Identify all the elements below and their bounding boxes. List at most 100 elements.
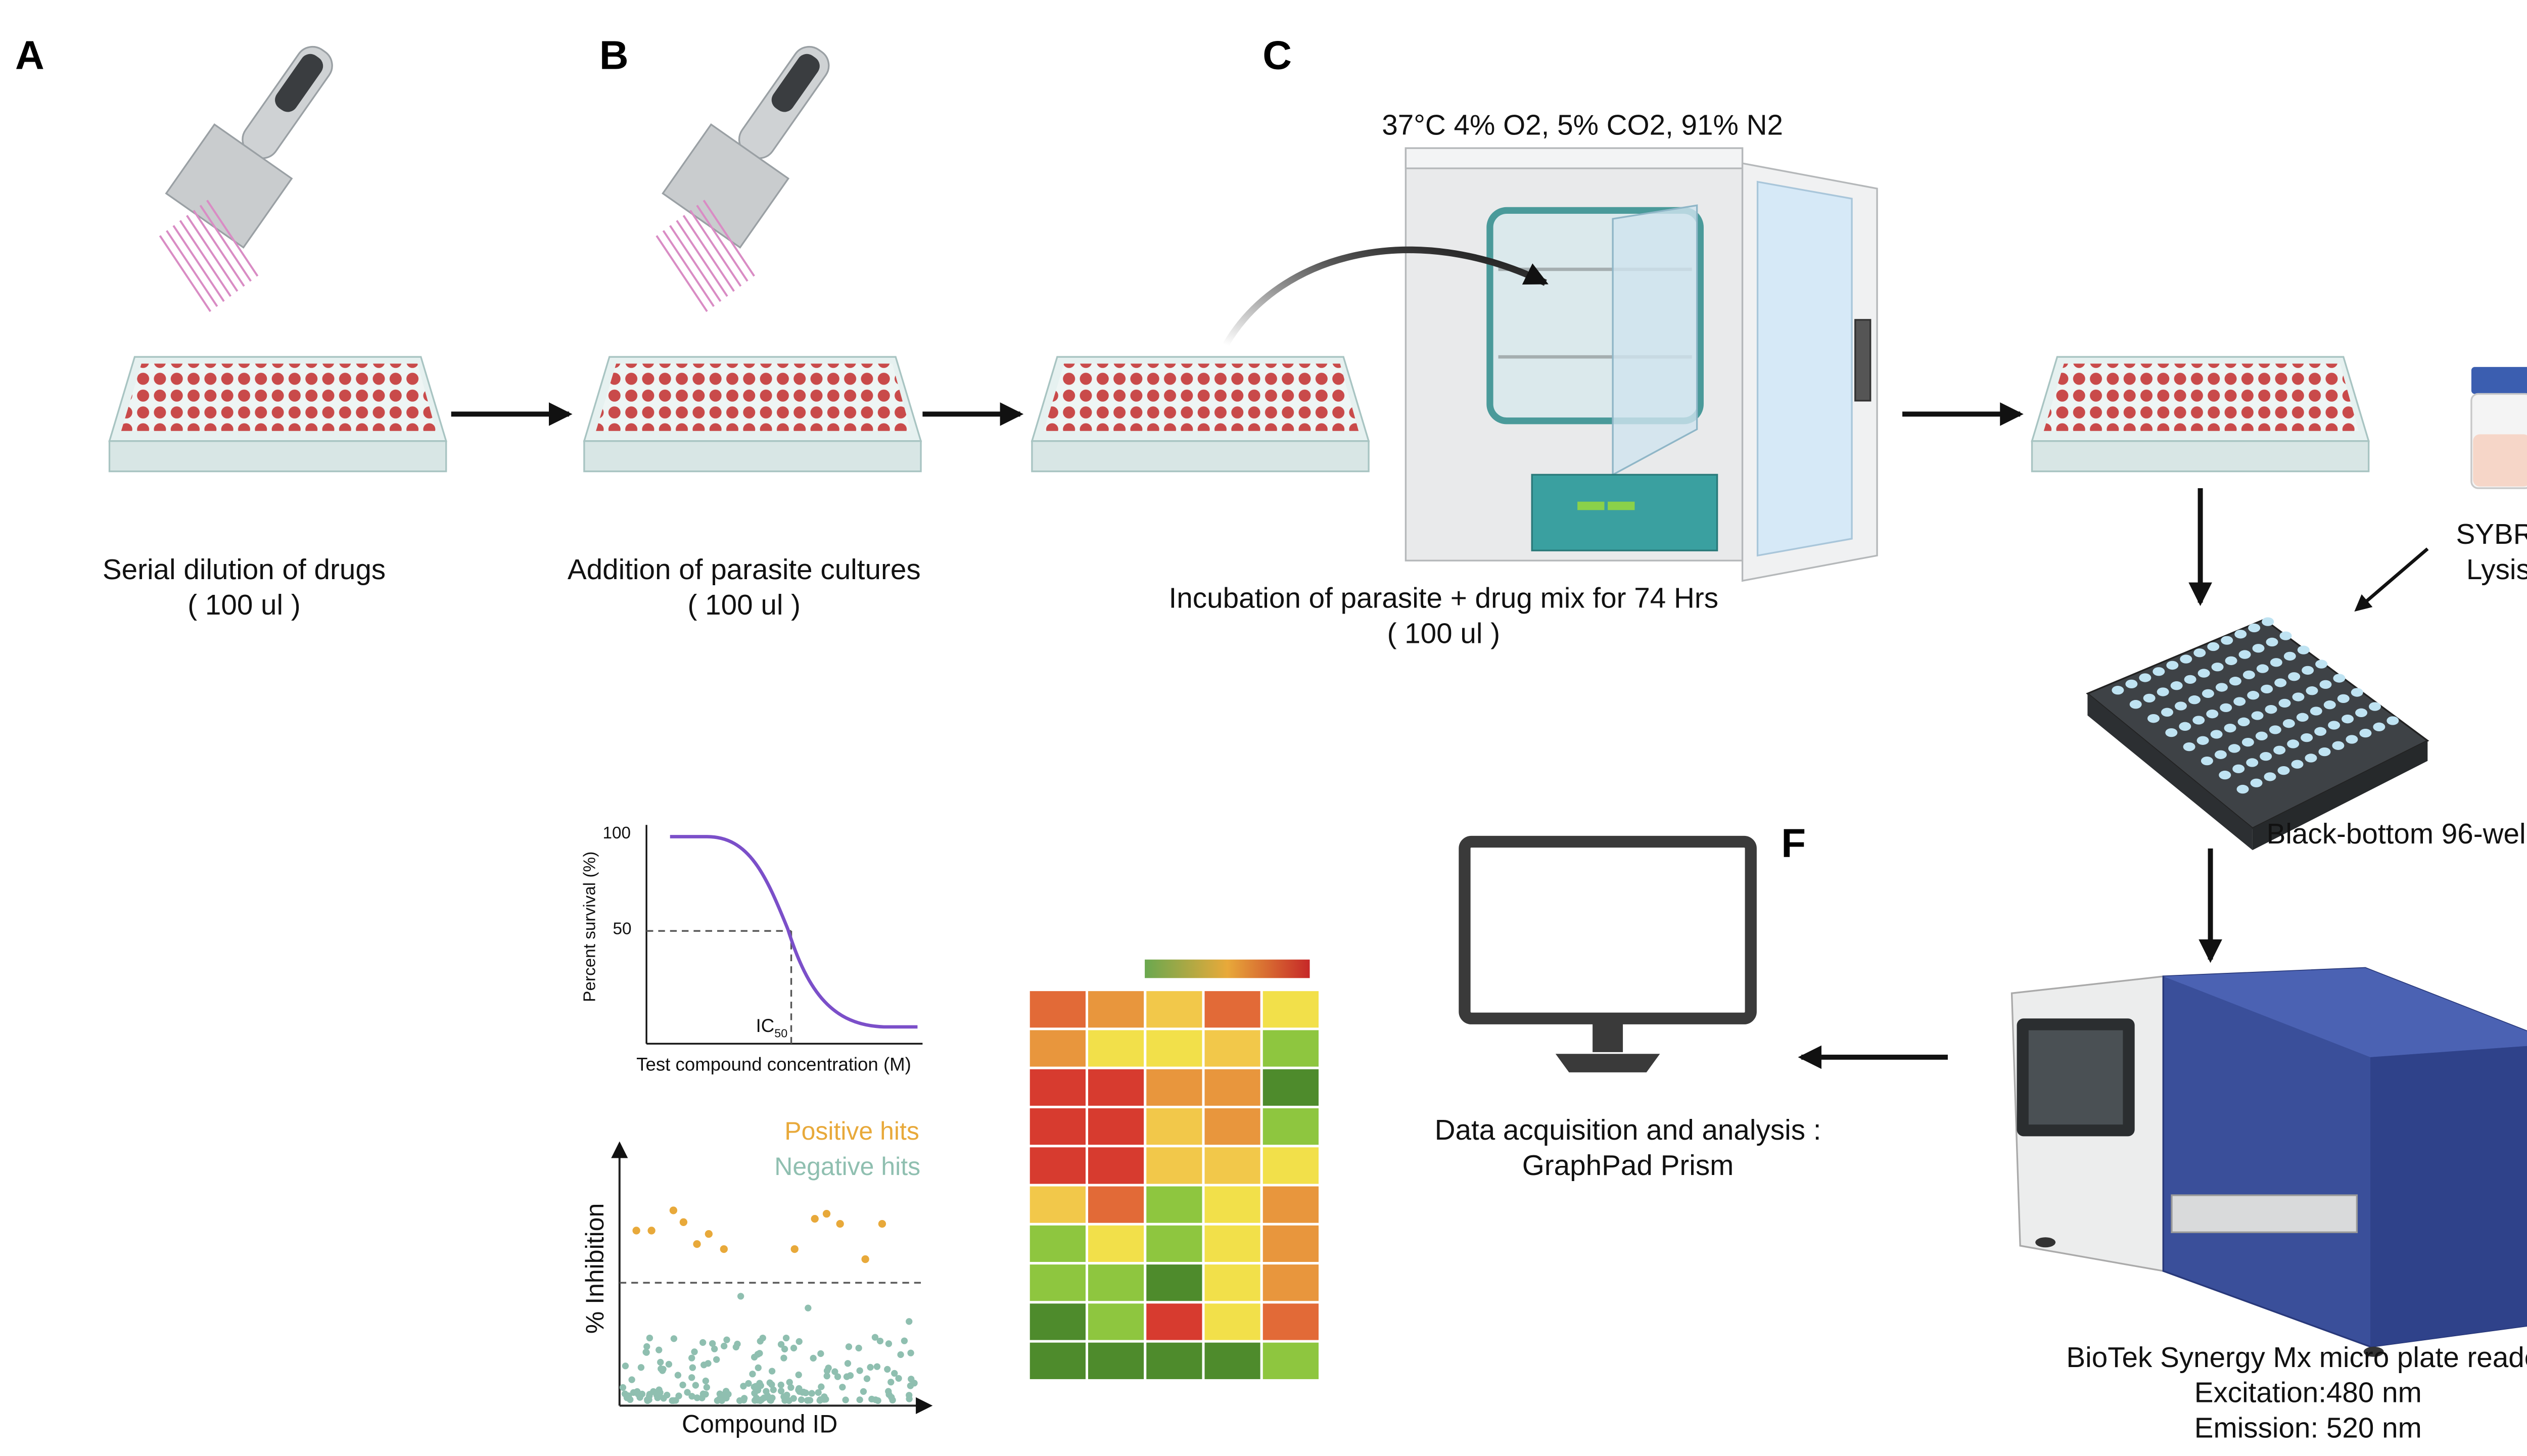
heatmap (1027, 989, 1322, 1382)
plate-well (2273, 745, 2286, 755)
negative-hit-point (674, 1372, 682, 1379)
negative-hit-point (646, 1334, 653, 1342)
plate-well (2207, 642, 2220, 651)
negative-hit-point (721, 1342, 728, 1350)
negative-hit-point (740, 1383, 747, 1390)
plate-well (2247, 691, 2260, 700)
plate-well (2301, 733, 2313, 742)
plate-well (2296, 713, 2309, 722)
step-c-condition: 37°C 4% O2, 5% CO2, 91% N2 (1382, 109, 1784, 142)
negative-hit-point (759, 1334, 766, 1342)
dose-ic50: IC50 (756, 1017, 788, 1041)
heatmap-cell (1202, 1027, 1263, 1069)
plate-well (2314, 727, 2327, 736)
plate-label: Black-bottom 96-well plate (2266, 818, 2527, 851)
plate-well (2238, 650, 2251, 659)
negative-hit-point (749, 1371, 756, 1378)
heatmap-cell (1144, 1145, 1205, 1187)
negative-hit-point (885, 1391, 893, 1398)
negative-hit-point (845, 1343, 853, 1350)
negative-hit-point (723, 1336, 730, 1343)
dose-ylabel: Percent survival (%) (581, 851, 600, 1002)
negative-hit-point (755, 1364, 762, 1372)
plate-well (2279, 631, 2292, 640)
negative-hit-point (768, 1381, 775, 1388)
plate-well (2241, 737, 2254, 747)
heatmap-cell (1085, 1105, 1147, 1148)
heatmap-cell (1085, 989, 1147, 1030)
negative-hit-point (650, 1388, 657, 1395)
negative-hit-point (863, 1375, 871, 1382)
plate-well (2305, 754, 2317, 763)
negative-hit-point (757, 1382, 764, 1389)
well-plate-icon (583, 356, 922, 473)
plate-well (2215, 683, 2228, 692)
plate-well (2201, 756, 2213, 766)
plate-well (2221, 636, 2233, 645)
dose-xlabel: Test compound concentration (M) (636, 1055, 911, 1076)
step-c-volume: ( 100 ul ) (1387, 618, 1501, 650)
negative-hit-point (702, 1391, 709, 1398)
negative-hit-point (860, 1388, 867, 1395)
plate-well (2369, 702, 2381, 711)
plate-well (2202, 689, 2214, 698)
negative-hit-point (684, 1389, 691, 1396)
reader-excitation: Excitation:480 nm (2194, 1377, 2422, 1410)
heatmap-cell (1260, 1301, 1322, 1343)
heatmap-cell (1027, 1066, 1088, 1108)
negative-hit-point (693, 1394, 701, 1401)
plate-well (2234, 630, 2247, 639)
negative-hit-point (688, 1393, 695, 1400)
plate-well (2147, 714, 2160, 723)
negative-hit-point (768, 1368, 776, 1375)
plate-well (2319, 680, 2332, 689)
negative-hit-point (856, 1367, 863, 1374)
step-b-volume: ( 100 ul ) (687, 589, 801, 622)
heatmap-cell (1260, 1223, 1322, 1265)
plate-well (2224, 723, 2236, 733)
positive-hit-point (720, 1245, 728, 1253)
heatmap-cell (1202, 1066, 1263, 1108)
plate-well (2264, 772, 2276, 781)
plate-well (2206, 710, 2219, 719)
plate-well (2251, 711, 2264, 720)
plate-well (2262, 617, 2274, 626)
heatmap-cell (1085, 1145, 1147, 1187)
plate-well (2214, 750, 2227, 759)
negative-hit-point (901, 1337, 908, 1344)
analysis-title: Data acquisition and analysis : (1434, 1114, 1821, 1147)
plate-well (2297, 645, 2310, 654)
negative-hit-point (804, 1397, 811, 1404)
step-c-title: Incubation of parasite + drug mix for 74… (1168, 582, 1719, 615)
negative-hit-point (815, 1389, 822, 1396)
plate-well (2266, 637, 2278, 647)
plate-well (2302, 666, 2314, 675)
negative-hit-point (808, 1390, 815, 1397)
plate-well (2143, 693, 2156, 703)
negative-hit-point (754, 1351, 761, 1358)
negative-hit-point (834, 1373, 841, 1380)
multichannel-pipette-icon (656, 45, 830, 312)
heatmap-cell (1202, 1223, 1263, 1265)
negative-hit-point (802, 1389, 809, 1396)
heatmap-cell (1085, 1184, 1147, 1226)
plate-well (2310, 707, 2322, 716)
plate-well (2346, 735, 2358, 744)
heatmap-cell (1260, 989, 1322, 1030)
plate-well (2248, 623, 2261, 633)
negative-hit-point (643, 1343, 650, 1350)
plate-well (2292, 692, 2305, 701)
negative-hit-point (843, 1373, 851, 1380)
well-plate-icon (1031, 356, 1370, 473)
positive-hit-point (878, 1219, 886, 1228)
negative-hit-point (908, 1376, 915, 1383)
analysis-caption: Data acquisition and analysis : GraphPad… (1411, 1113, 1845, 1184)
heatmap-cell (1202, 989, 1263, 1030)
heatmap-cell (1027, 1223, 1088, 1265)
negative-hit-point (732, 1343, 739, 1351)
positive-hit-point (679, 1218, 688, 1226)
plate-well (2197, 669, 2210, 678)
plate-well (2228, 744, 2240, 753)
heatmap-cell (1202, 1262, 1263, 1304)
plate-well (2288, 672, 2301, 681)
